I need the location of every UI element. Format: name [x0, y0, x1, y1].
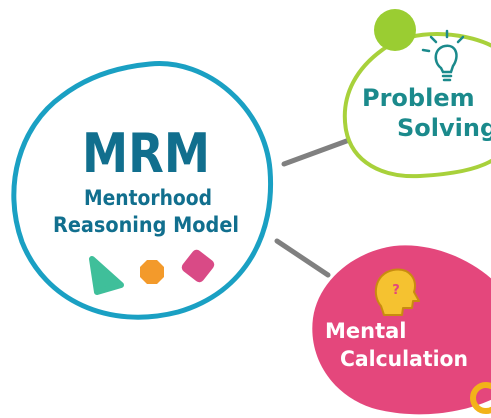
octagon-shape — [140, 260, 164, 284]
mrm-circle — [11, 61, 274, 320]
problem-solving-circle — [342, 32, 491, 179]
triangle-shape — [89, 256, 124, 295]
mental-calculation-circle — [312, 245, 491, 415]
mental-calculation-line2: Calculation — [340, 347, 468, 371]
mrm-subtitle-line2: Reasoning Model — [53, 213, 239, 237]
mental-calculation-line1: Mental — [325, 319, 407, 343]
corner-ring — [470, 382, 491, 414]
mrm-title: MRM — [82, 122, 210, 185]
problem-solving-line2: Solving — [397, 114, 491, 142]
problem-solving-dot — [374, 9, 416, 51]
head-question-icon: ? — [374, 268, 420, 316]
node-mrm: MRM Mentorhood Reasoning Model — [11, 61, 274, 320]
problem-solving-line1: Problem — [362, 84, 475, 112]
diamond-shape — [181, 249, 215, 283]
lightbulb-icon — [421, 29, 465, 82]
mrm-subtitle-line1: Mentorhood — [84, 186, 212, 210]
connector-problem-solving — [281, 136, 355, 167]
node-mental-calculation: ? Mental Calculation — [312, 245, 491, 415]
connector-mental-calculation — [274, 238, 331, 278]
node-problem-solving: Problem Solving — [342, 9, 491, 179]
svg-text:?: ? — [392, 283, 400, 298]
